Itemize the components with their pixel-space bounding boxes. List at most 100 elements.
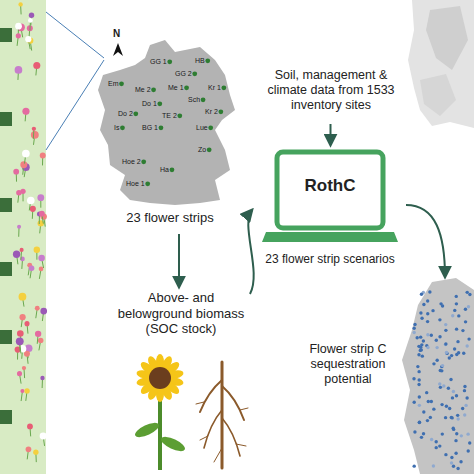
site-dot [426,419,429,422]
flower [31,131,39,139]
site-code: Ha [160,166,169,174]
site-dot [464,320,467,323]
site-dot [455,302,458,305]
site-dot [416,365,419,368]
site-dot [460,434,463,437]
site-dot [439,302,442,305]
laptop-icon [262,152,398,242]
site-dot [412,331,415,334]
site-dot [417,378,420,381]
plot-marker [0,410,12,424]
site-dot [453,309,456,312]
flower [39,211,45,217]
site-dot [426,312,429,315]
flower [17,330,24,337]
site-dot [427,400,430,403]
site-dot [432,407,435,410]
map-region [402,278,474,474]
site-dot [459,460,462,463]
site-code: Is [114,124,119,132]
site-dot [415,336,418,339]
site-dot [413,323,416,326]
node-text: Soil, management & climate data from 153… [256,68,406,113]
site-dot [461,329,464,332]
site-dot [439,369,442,372]
flower [27,423,33,429]
flower [33,449,38,454]
sunflower-icon [133,354,187,470]
site-dot [426,299,429,302]
site-dot [428,290,431,293]
root [214,448,222,462]
site-dot [444,343,447,346]
site-dot [419,311,422,314]
flower-group [13,2,47,462]
site-dot [426,333,429,336]
site-dot [419,349,422,352]
flower [29,266,35,272]
site-dot [450,354,453,357]
site-dot [434,440,437,443]
flower [38,338,43,343]
flower [24,321,29,326]
flower [24,388,29,393]
site-dot [201,97,206,102]
zoom-line [46,12,104,58]
site-dot [438,444,441,447]
site-dot [444,416,447,419]
site-dot [432,464,435,467]
site-dot [420,343,423,346]
site-dot [456,467,459,470]
site-code: Lue [196,124,208,132]
site-dot [445,351,448,354]
root [221,362,224,468]
site-dot [218,109,223,114]
flower [13,169,19,175]
site-dot [465,291,468,294]
node-text: Flower strip C sequestration potential [296,342,400,387]
flow-arrow [330,124,332,145]
site-dot [430,333,433,336]
site-dot [422,432,425,435]
site-dot [463,385,466,388]
map-region [408,0,474,128]
root [222,418,240,456]
plot-marker [0,330,12,344]
site-dot [435,446,438,449]
plot-marker [0,198,12,212]
leaf [133,420,161,440]
site-dot [412,377,415,380]
site-dot [455,353,458,356]
node-text: Above- and belowground biomass (SOC stoc… [113,290,249,337]
site-dot [450,461,453,464]
site-dot [430,438,433,441]
node-text: 23 flower strips [95,210,245,226]
germany-map [98,40,235,205]
input-data-block: Soil, management & climate data from 153… [256,68,406,122]
site-dot [422,303,425,306]
flower [39,267,44,272]
site-dot [417,383,420,386]
node-text: RothC [255,176,405,196]
flower [16,190,22,196]
site-dot [184,85,189,90]
site-dot [418,421,421,424]
site-dot [435,346,438,349]
roots-icon [196,362,248,468]
site-dot [452,465,455,468]
site-dot [448,407,451,410]
flower-head [149,367,171,389]
flower [26,447,32,453]
flower [25,36,31,42]
petals [136,354,185,402]
site-dot [444,342,447,345]
site-dot [464,308,467,311]
site-dot [450,456,453,459]
model-laptop: RothC23 flower strip scenarios [255,148,405,272]
plot-marker [0,28,12,42]
site-dot [453,347,456,350]
site-dot [438,318,441,321]
site-dot [420,293,423,296]
site-dot [420,436,423,439]
